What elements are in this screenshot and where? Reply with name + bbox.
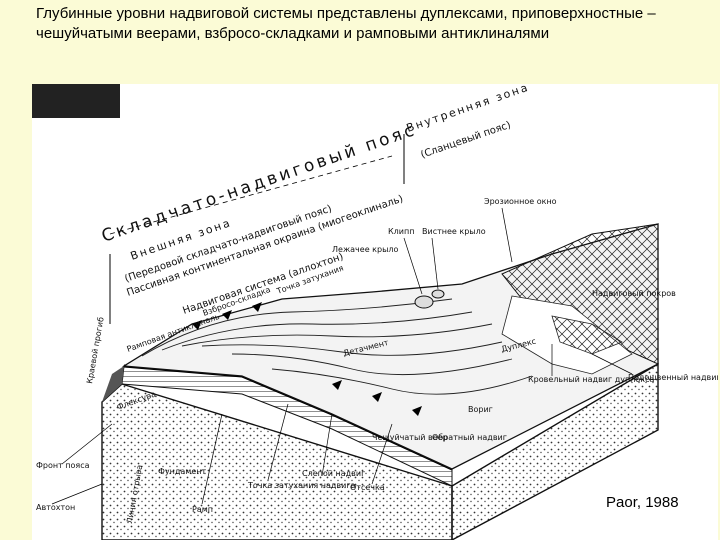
- klippe-shape: [414, 295, 434, 309]
- label-ramp: Рамп: [192, 505, 213, 514]
- label-horse: Надвиговый покров: [592, 289, 676, 298]
- geologic-block-diagram: Складчато-надвиговый пояс Внешняя зона (…: [32, 84, 718, 540]
- inner-zone-label: Внутренняя зона: [405, 84, 531, 135]
- label-foundation: Фундамент: [158, 467, 206, 476]
- inner-zone-hatch: [501, 223, 659, 375]
- leader-lines: [51, 207, 633, 505]
- label-front-ridge: Краевой прогиб: [85, 316, 106, 384]
- label-tip-line: Точка затухания надвига: [247, 481, 356, 490]
- label-front-belt: Фронт пояса: [36, 461, 90, 470]
- corner-block: [32, 84, 120, 118]
- label-autochthon: Автохтон: [36, 503, 75, 512]
- label-erosion-window: Эрозионное окно: [484, 197, 557, 206]
- zone-boundaries: [109, 134, 405, 324]
- block-front-face: [101, 362, 659, 540]
- label-blind-thrust: Слепой надвиг: [302, 469, 365, 478]
- label-hanging-wall: Лежачее крыло: [332, 245, 399, 254]
- label-floor-thrust: Подошвенный надвиг дуплекса: [628, 373, 718, 382]
- label-back-thrust-2: Обратный надвиг: [432, 433, 507, 442]
- label-offset: Отсечка: [350, 483, 385, 492]
- label-horse-2: Вориг: [468, 405, 493, 414]
- label-klippe: Клипп: [388, 227, 414, 236]
- label-imbricate-fan: Чешуйчатый веер: [372, 433, 448, 442]
- label-window: Вистнее крыло: [422, 227, 486, 236]
- figure-credit: Paor, 1988: [606, 494, 679, 511]
- slide-title: Глубинные уровни надвиговой системы пред…: [36, 5, 656, 42]
- label-roof-thrust: Кровельный надвиг дуплекса: [528, 375, 654, 384]
